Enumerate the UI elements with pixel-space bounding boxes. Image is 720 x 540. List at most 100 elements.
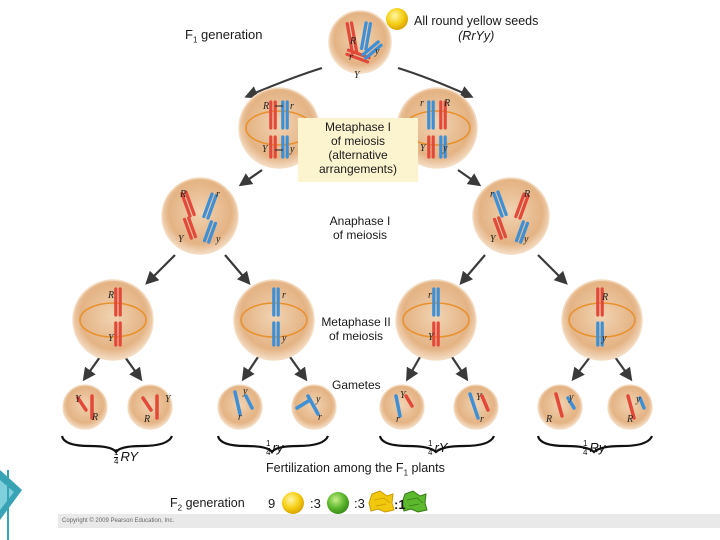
allele-y: y [374,46,380,57]
chromosome [514,192,526,219]
metaphase1-label: Metaphase I of meiosis (alternative arra… [298,118,418,182]
allele-label: R [545,414,552,425]
seed-wrinkled-green [401,490,428,513]
f2-generation-label: F2 generation [170,496,245,513]
chromosome-Y-short [345,52,370,64]
chromosome [492,191,504,218]
gamete-cell-5 [379,384,425,430]
arrow-m2-1b [124,356,143,382]
ratio-1: :1 [394,497,406,512]
phenotype-genotype: (RrYy) [458,29,495,43]
slide-accent [0,470,22,540]
allele-label: Y [178,234,185,245]
f1-generation-label: F1 generation [185,27,263,45]
chromosome-y-short [364,43,383,60]
allele-r: r [349,52,353,63]
allele-label: R [523,189,530,200]
chromosome [295,398,312,410]
arrow-ana-left-left [145,254,176,285]
copyright-bar: Copyright © 2009 Pearson Education, Inc. [58,514,720,528]
allele-label: R [601,292,608,303]
brace-ry-left [60,435,174,454]
allele-label: R [179,189,186,200]
f1-yellow-seed-icon [386,8,408,30]
allele-label: Y [476,392,483,403]
allele-label: Y [400,390,407,401]
allele-label: r [238,412,242,423]
arrow-f1-right [397,66,474,99]
allele-label: y [281,333,287,344]
chromosome [206,193,218,220]
chromosome [76,396,88,412]
chromosome [514,220,525,243]
allele-label: Y [262,144,269,155]
brace-ry-second [216,435,330,454]
allele-label: Y [108,333,115,344]
chromosome [394,394,402,418]
chromosome [492,217,503,240]
allele-label: Y [420,143,427,154]
chromosome [187,216,198,239]
metaphase2-cell-2 [233,279,315,361]
arrow-meta1-right-down [457,169,482,187]
chromosome [554,392,564,418]
anaphase1-cell-right [472,177,550,255]
chromosome [184,190,196,217]
chromosome [202,192,214,219]
arrow-ana-left-right [224,254,251,286]
brace-Ry [536,435,654,454]
gamete-braces [60,435,654,454]
ratio-9: 9 [268,496,276,511]
arrow-m2-2a [241,356,259,382]
allele-label: y [523,234,529,245]
arrows [82,66,633,382]
chromosome [207,221,218,244]
allele-label: y [315,394,321,405]
allele-label: y [442,143,448,154]
allele-label: r [216,189,220,200]
chromosome-R-long [345,22,355,55]
chromosome [233,390,242,416]
chromosomes [76,21,646,420]
arrow-m2-4a [571,356,591,382]
allele-label: R [626,414,633,425]
allele-label: r [420,98,424,109]
seed-round-yellow [282,492,304,514]
chromosome [180,191,192,218]
chromosome [566,396,576,410]
arrow-m2-2b [289,356,308,382]
allele-label: Y [428,332,435,343]
allele-R: R [349,36,356,47]
chromosome [638,396,646,410]
arrow-ana-right-left [459,254,486,286]
chromosome [202,220,213,243]
allele-label: R [107,290,114,301]
allele-label: y [289,144,295,155]
allele-label: y [568,392,574,403]
phenotype-label: All round yellow seeds (RrYy) [414,14,538,44]
chromosome-r-long [359,21,368,51]
chromosome [519,221,530,244]
metaphase2-cell-4 [561,279,643,361]
allele-label: r [290,101,294,112]
allele-label: y [215,234,221,245]
allele-label: R [143,414,150,425]
chromosome-y-short [361,40,380,57]
allele-label: r [490,189,494,200]
arrow-meta1-left-down [238,169,263,187]
f2-seeds [282,490,428,514]
allele-label: R [443,98,450,109]
arrow-m2-3b [451,356,469,382]
ratio-3b: :3 [354,496,365,511]
metaphase2-cell-3 [395,279,477,361]
allele-label: r [396,414,400,425]
allele-Y: Y [354,70,361,81]
metaphase2-label: Metaphase II of meiosis [321,315,391,343]
chromosome [480,394,490,412]
allele-label: Y [165,394,172,405]
